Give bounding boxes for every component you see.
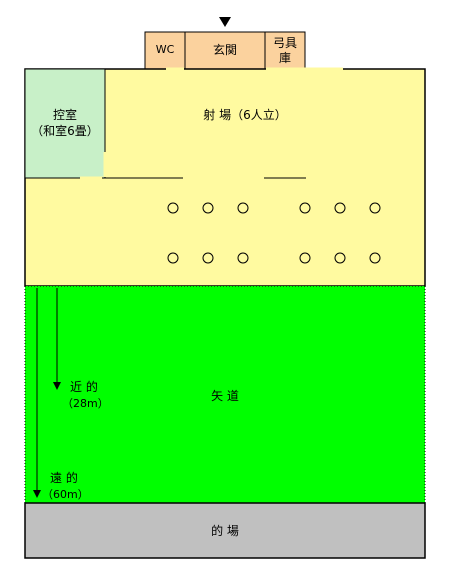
circle-icon [299, 252, 311, 264]
far-distance-value: （60m） [42, 488, 89, 501]
circle-icon [299, 202, 311, 214]
circle-icon [334, 202, 346, 214]
far-distance-label: 遠 的 [50, 471, 78, 485]
bow-storage-label-line2: 庫 [278, 51, 291, 65]
entrance-room [184, 31, 266, 70]
arrow-down-icon [53, 382, 61, 390]
shooting-positions [167, 202, 381, 264]
yamichi-area [25, 286, 425, 503]
circle-icon [167, 202, 179, 214]
near-distance-label: 近 的 [70, 380, 98, 394]
yamichi-label: 矢 道 [211, 389, 239, 403]
arrow-down-icon [33, 490, 41, 498]
entrance-label: 玄関 [212, 43, 237, 57]
near-distance-value: （28m） [62, 397, 109, 410]
circle-icon [237, 252, 249, 264]
shajo-label: 射 場（6人立） [203, 108, 287, 122]
waiting-room [24, 68, 106, 179]
circle-icon [202, 252, 214, 264]
wc-room [144, 31, 186, 70]
triangle-down-icon [219, 17, 231, 27]
wc-label: WC [155, 43, 175, 56]
circle-icon [369, 252, 381, 264]
circle-icon [369, 202, 381, 214]
waiting-room-label-line1: 控室 [52, 108, 77, 122]
matoba-area [24, 502, 426, 559]
circle-icon [237, 202, 249, 214]
waiting-room-label-line2: （和室6畳） [31, 124, 99, 138]
matoba-label: 的 場 [211, 524, 239, 538]
circle-icon [334, 252, 346, 264]
bow-storage-label-line1: 弓具 [272, 36, 297, 50]
circle-icon [202, 202, 214, 214]
circle-icon [167, 252, 179, 264]
